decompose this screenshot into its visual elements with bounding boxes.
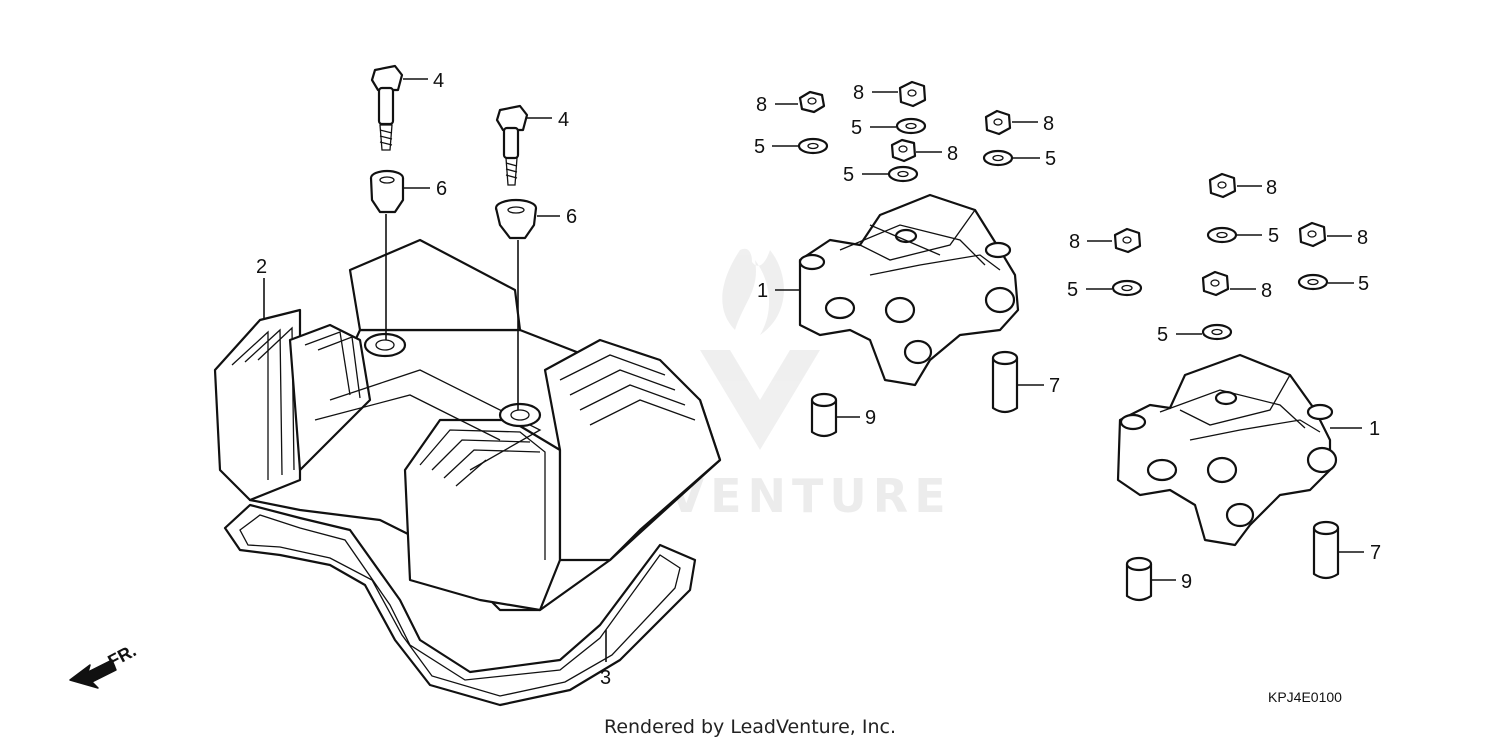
grommet-part-6-right[interactable] (494, 198, 538, 240)
front-direction-arrow-icon (69, 659, 117, 689)
callout-5: 5 (754, 136, 765, 158)
nut-part-8[interactable] (1201, 270, 1230, 297)
nut-part-8[interactable] (890, 138, 917, 163)
nut-part-8[interactable] (1208, 172, 1237, 199)
callout-8: 8 (1043, 113, 1054, 135)
callout-7: 7 (1049, 375, 1060, 397)
diagram-code: KPJ4E0100 (1268, 689, 1342, 705)
callout-8: 8 (1357, 227, 1368, 249)
callout-3: 3 (600, 667, 611, 689)
callout-5: 5 (1157, 324, 1168, 346)
washer-part-5[interactable] (887, 165, 919, 183)
callout-5: 5 (851, 117, 862, 139)
callout-9: 9 (865, 407, 876, 429)
callout-7: 7 (1370, 542, 1381, 564)
cylinder-head-cover[interactable] (213, 238, 722, 612)
nut-part-8[interactable] (1113, 227, 1142, 254)
footer-credit: Rendered by LeadVenture, Inc. (603, 716, 897, 738)
callout-5: 5 (1358, 273, 1369, 295)
nut-part-8[interactable] (798, 90, 826, 114)
washer-part-5[interactable] (982, 149, 1014, 167)
dowel-pin-part-9[interactable] (1125, 556, 1153, 602)
callout-5: 5 (843, 164, 854, 186)
camshaft-holder-upper[interactable] (798, 193, 1020, 387)
callout-4: 4 (433, 70, 444, 92)
washer-part-5[interactable] (1206, 226, 1238, 244)
dowel-pin-part-9[interactable] (810, 392, 838, 438)
washer-part-5[interactable] (797, 137, 829, 155)
callout-8: 8 (1261, 280, 1272, 302)
nut-part-8[interactable] (984, 109, 1012, 136)
callout-4: 4 (558, 109, 569, 131)
callout-1: 1 (757, 280, 768, 302)
washer-part-5[interactable] (1297, 273, 1329, 291)
callout-6: 6 (436, 178, 447, 200)
callout-2: 2 (256, 256, 267, 278)
nut-part-8[interactable] (1298, 221, 1327, 248)
dowel-pin-part-7[interactable] (991, 350, 1019, 414)
washer-part-5[interactable] (1201, 323, 1233, 341)
callout-8: 8 (1266, 177, 1277, 199)
callout-1: 1 (1369, 418, 1380, 440)
callout-8: 8 (947, 143, 958, 165)
callout-8: 8 (853, 82, 864, 104)
grommet-part-6-left[interactable] (369, 169, 405, 214)
dowel-pin-part-7[interactable] (1312, 520, 1340, 580)
nut-part-8[interactable] (898, 80, 927, 108)
callout-5: 5 (1045, 148, 1056, 170)
callout-8: 8 (756, 94, 767, 116)
watermark-logo (700, 248, 820, 450)
callout-5: 5 (1067, 279, 1078, 301)
bolt-part-4-right[interactable] (495, 104, 529, 186)
washer-part-5[interactable] (895, 117, 927, 135)
cylinder-head-cover-gasket[interactable] (223, 503, 697, 707)
washer-part-5[interactable] (1111, 279, 1143, 297)
callout-6: 6 (566, 206, 577, 228)
leader-lines (263, 78, 1364, 662)
callout-5: 5 (1268, 225, 1279, 247)
camshaft-holder-lower[interactable] (1116, 353, 1338, 547)
callout-9: 9 (1181, 571, 1192, 593)
bolt-part-4-left[interactable] (370, 64, 404, 151)
callout-8: 8 (1069, 231, 1080, 253)
